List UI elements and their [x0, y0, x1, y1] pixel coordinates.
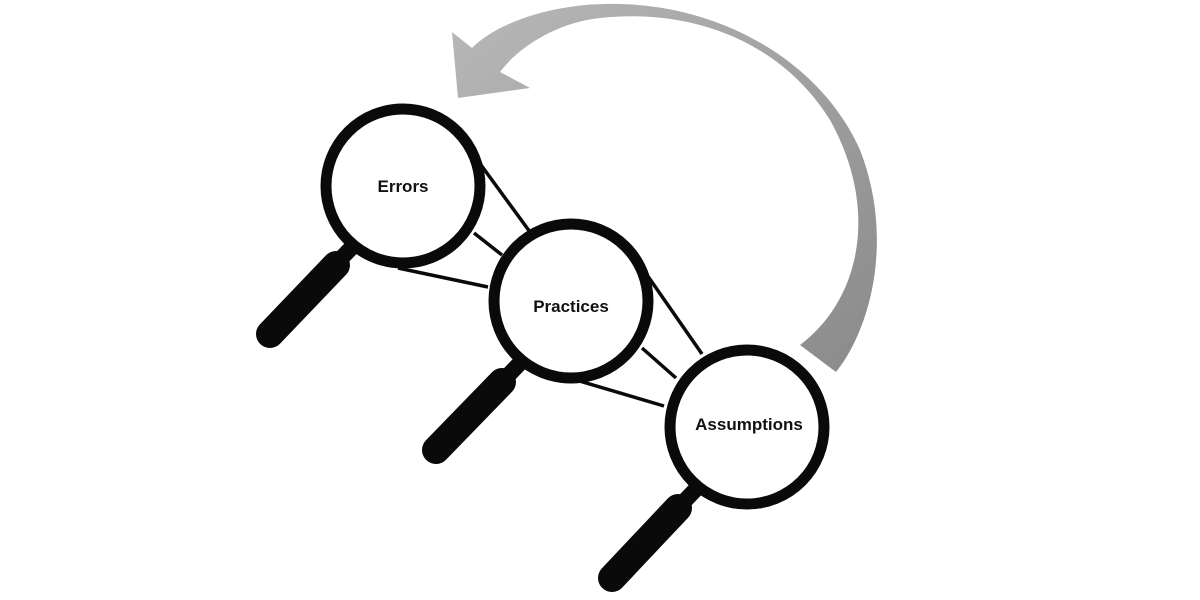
- magnifying-glass-icon: [664, 344, 830, 510]
- magnifying-glass-icon: [320, 103, 486, 269]
- connector-errors-practices-bottom: [397, 266, 489, 289]
- lens-label-practices: Practices: [533, 297, 609, 316]
- magnifier-practices: Practices: [422, 218, 654, 464]
- magnifying-glass-icon: [488, 218, 654, 384]
- magnifier-errors: Errors: [256, 103, 486, 348]
- magnifying-glass-neck: [488, 353, 530, 396]
- magnifying-glass-handle: [256, 251, 350, 348]
- curved-arrow-icon: [452, 3, 877, 373]
- cycle-arrow: [452, 3, 877, 373]
- magnifying-glass-neck: [664, 479, 706, 522]
- connector-errors-practices-mid: [472, 231, 504, 257]
- lens-label-errors: Errors: [377, 177, 428, 196]
- lens-label-assumptions: Assumptions: [695, 415, 803, 434]
- connector-practices-assumptions-bottom: [575, 378, 665, 408]
- connector-practices-assumptions-mid: [640, 346, 678, 380]
- magnifier-assumptions: Assumptions: [598, 344, 830, 592]
